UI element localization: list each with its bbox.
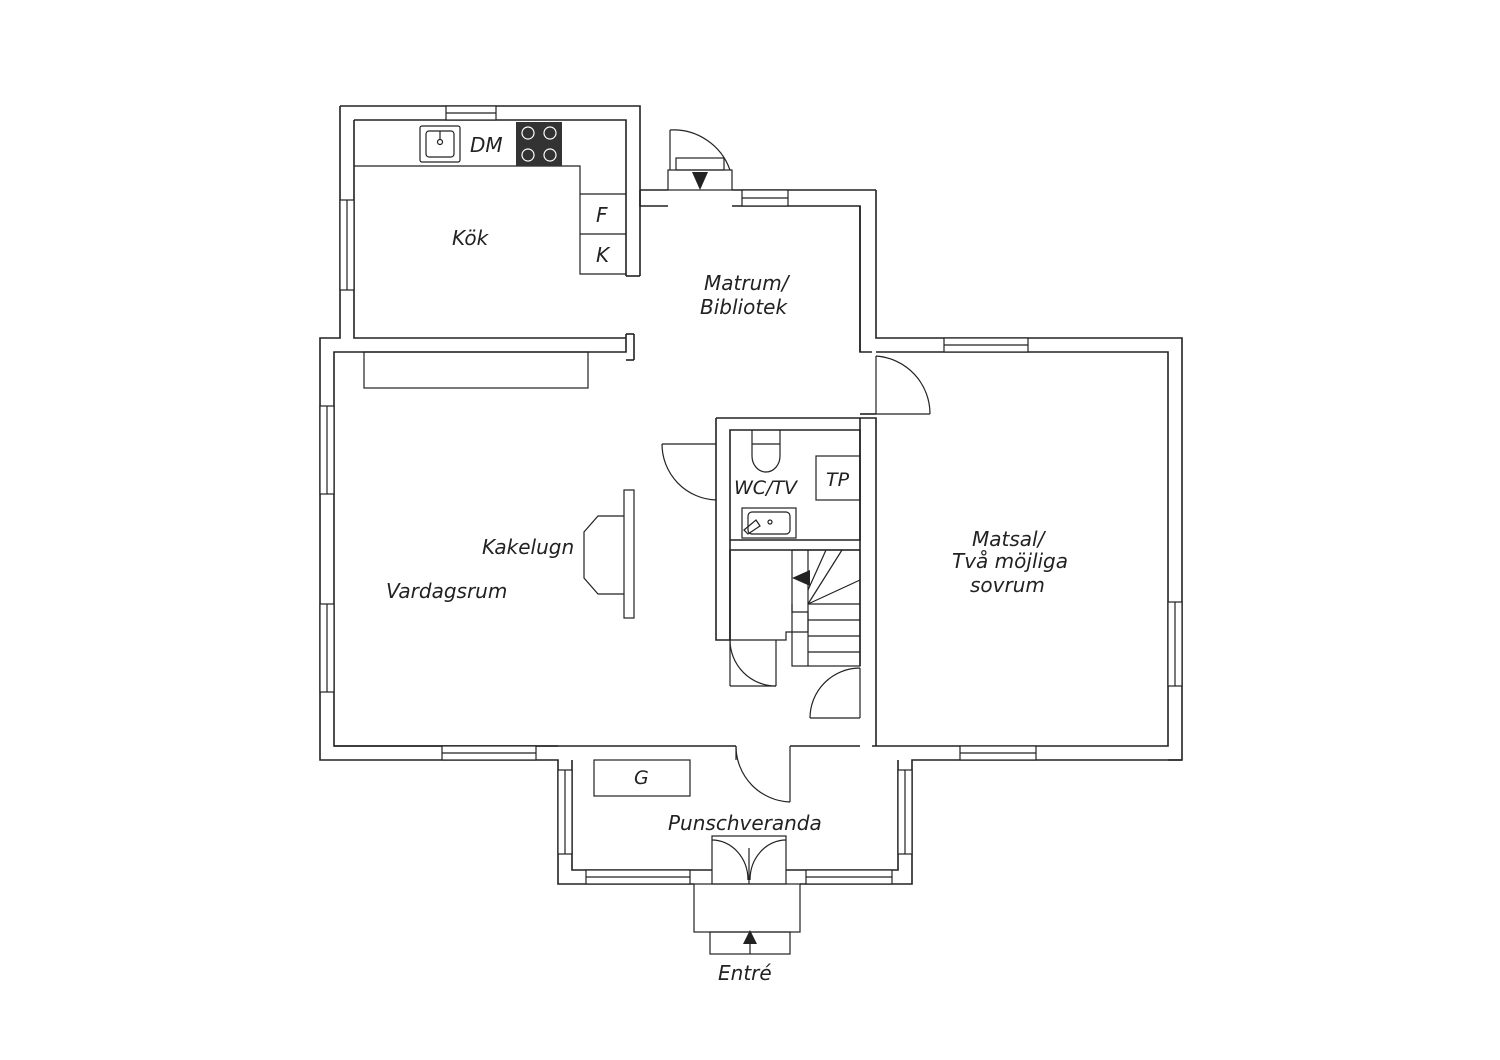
room-vardagsrum: Vardagsrum: [386, 579, 507, 603]
kitchen: DM F K Kök: [354, 122, 626, 275]
room-entre: Entré: [718, 961, 772, 985]
room-matsal-line2: Två möjliga: [952, 549, 1068, 573]
room-matsal-line3: sovrum: [970, 573, 1045, 597]
hob-icon: [516, 122, 562, 166]
dishwasher-label: DM: [470, 133, 503, 157]
matsal-door-lower: [809, 667, 861, 719]
sink-icon: [419, 125, 461, 163]
freezer-label: K: [596, 243, 611, 267]
matsal-door-upper: [860, 355, 931, 415]
room-kok: Kök: [452, 226, 490, 250]
veranda: [593, 745, 801, 955]
kakelugn-label: Kakelugn: [482, 535, 574, 559]
stair-arrow-icon: [792, 570, 810, 586]
tp-label: TP: [826, 469, 850, 491]
back-door: [667, 129, 733, 191]
room-veranda: Punschveranda: [668, 811, 822, 835]
room-matrum-line2: Bibliotek: [700, 295, 788, 319]
garderob-label: G: [634, 767, 649, 789]
entry-arrow-icon: [692, 172, 708, 190]
room-matsal-line1: Matsal/: [972, 527, 1047, 551]
living-room: [363, 351, 635, 619]
fridge-label: F: [596, 203, 608, 227]
central-core: [661, 417, 877, 746]
windows: [319, 105, 1183, 885]
bench: [363, 351, 589, 389]
washbasin-icon: [741, 507, 797, 539]
entrance-arrow-icon: [743, 930, 757, 944]
kakelugn-icon: [583, 515, 624, 595]
toilet-icon: [751, 430, 781, 473]
room-matrum-line1: Matrum/: [704, 271, 791, 295]
room-wc: WC/TV: [734, 477, 799, 499]
